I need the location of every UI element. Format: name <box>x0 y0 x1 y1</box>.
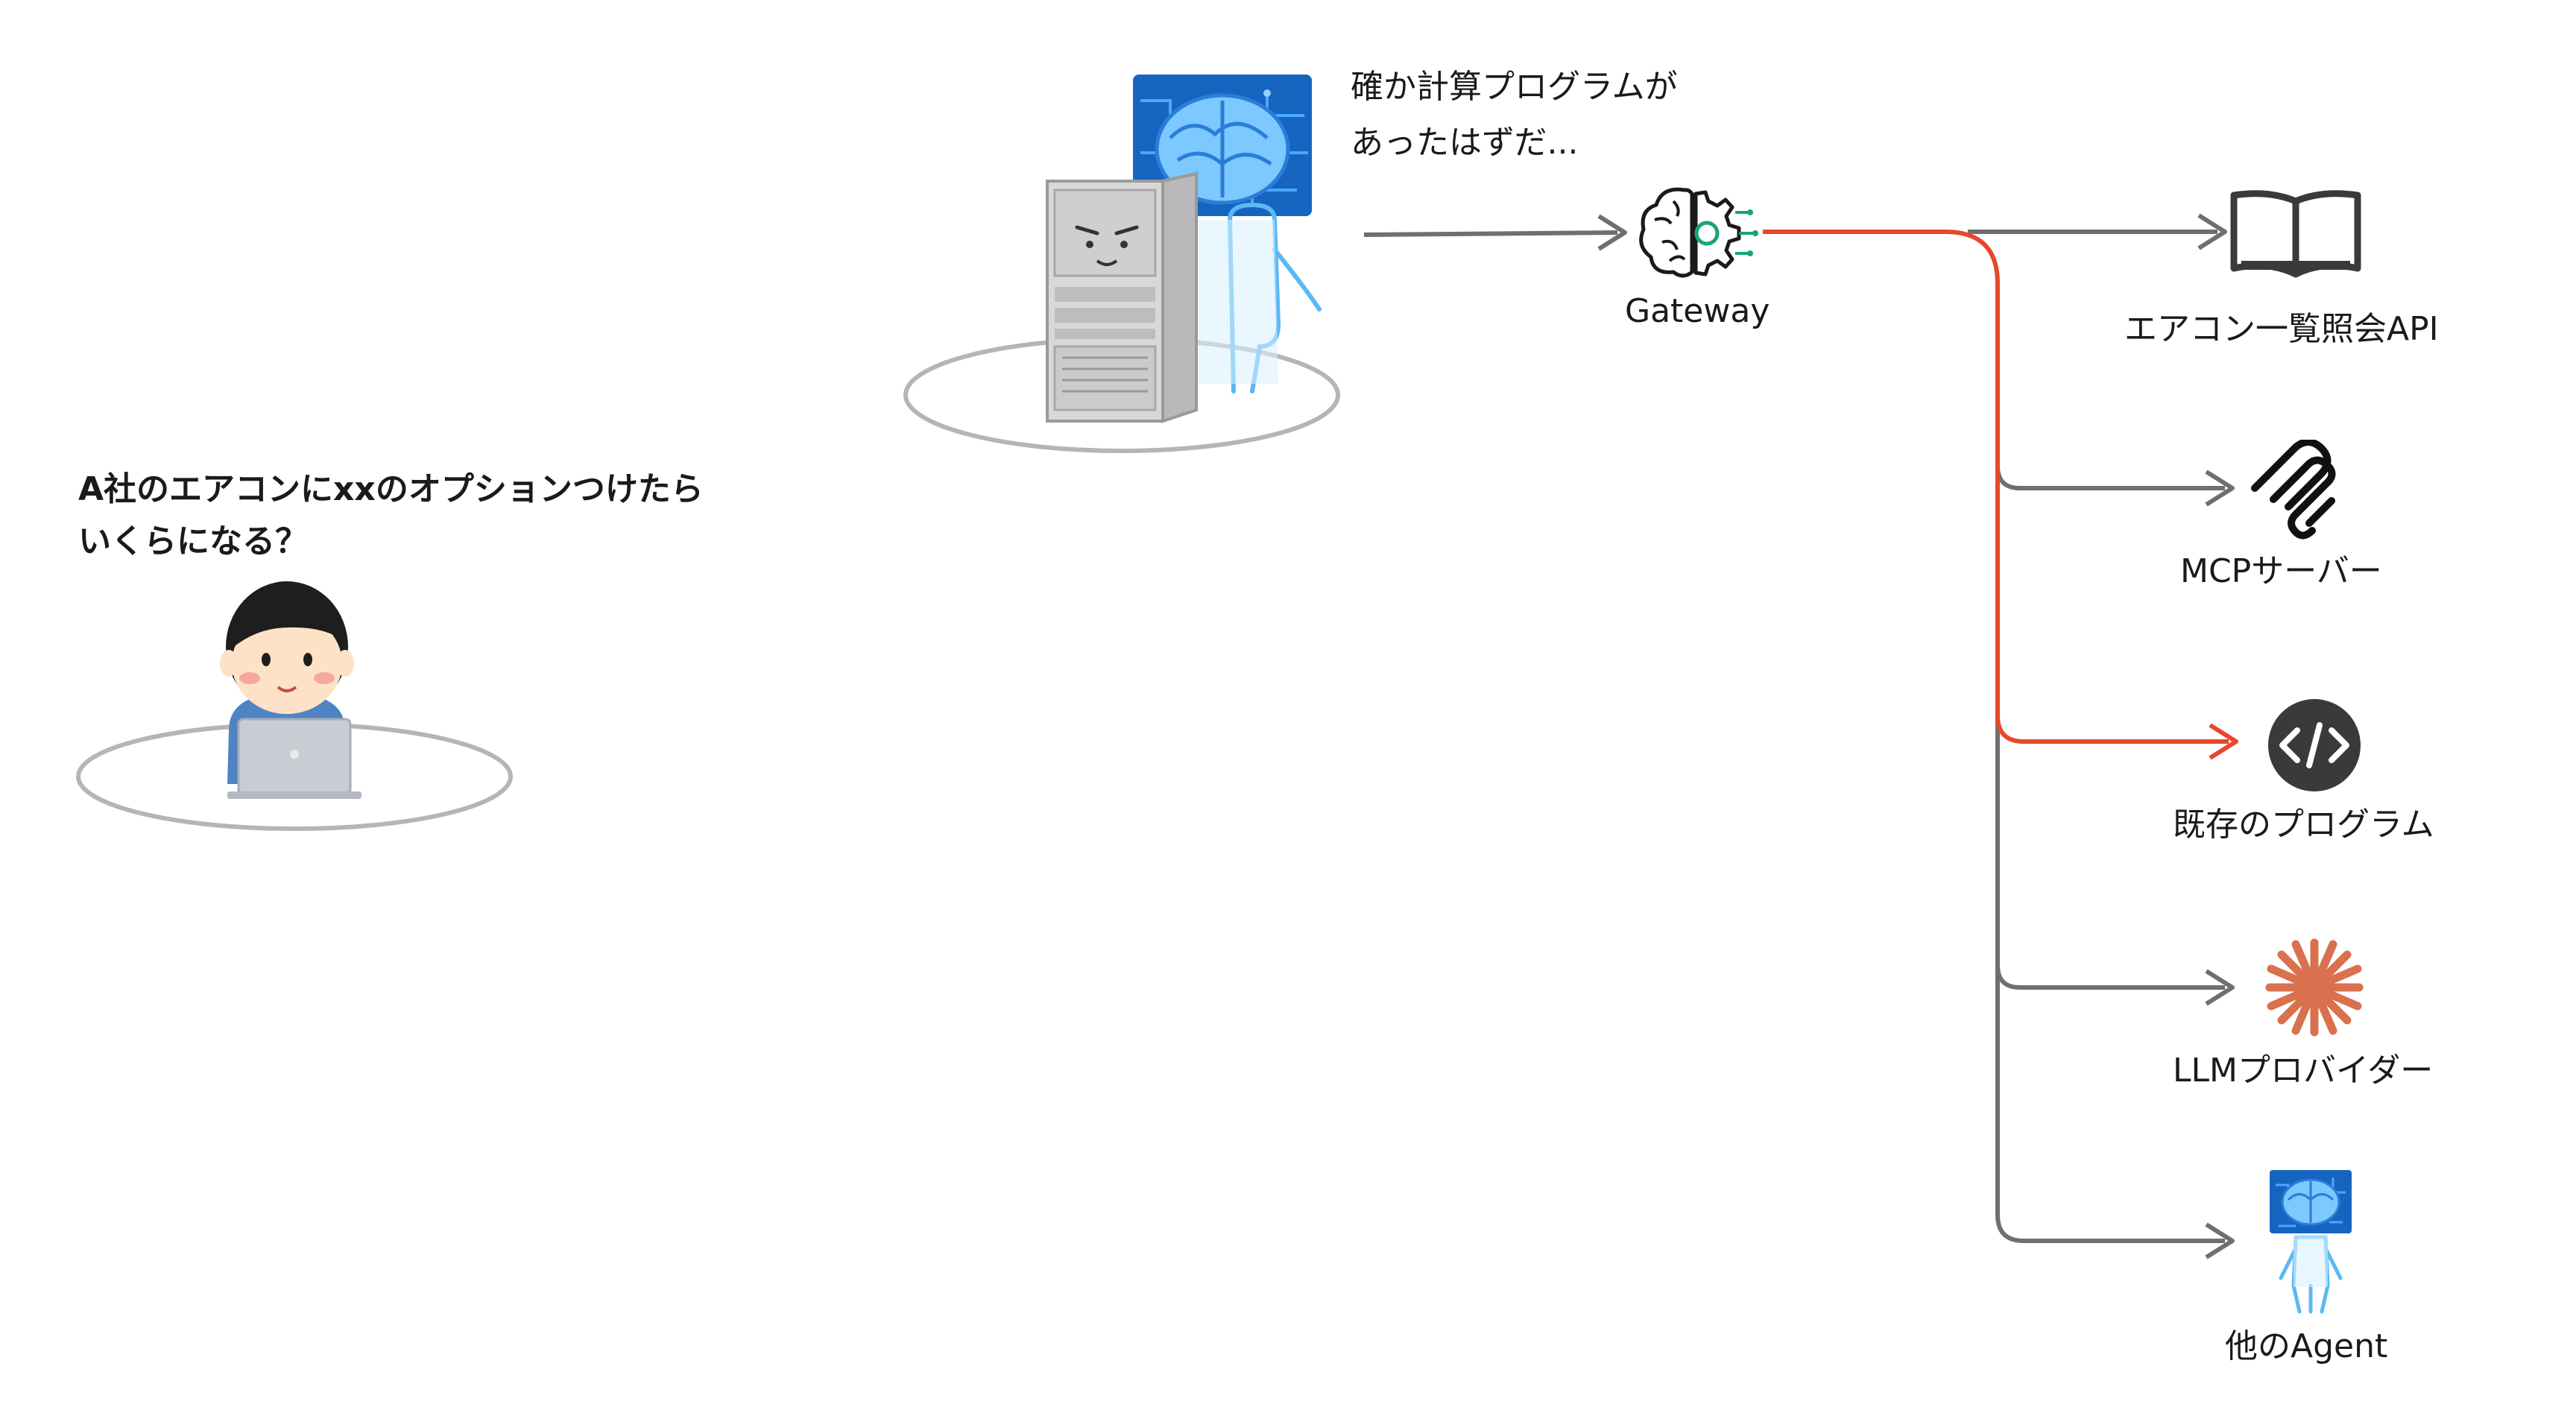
code-icon <box>2268 699 2361 791</box>
laptop-icon <box>227 718 362 799</box>
llm-sparkle-icon <box>2265 938 2364 1037</box>
target-label-mcp: MCPサーバー <box>2180 552 2382 590</box>
target-label-llm-provider: LLMプロバイダー <box>2173 1052 2434 1090</box>
route-to-llm <box>1995 964 2235 1006</box>
route-to-mcp <box>1995 465 2235 507</box>
gateway-label: Gateway <box>1625 292 1770 330</box>
route-to-existing-program <box>1763 230 2238 760</box>
ai-agent-server-illustration <box>903 75 1340 453</box>
agent-to-gateway-arrow <box>1363 214 1627 251</box>
user-question-line2: いくらになる？ <box>78 522 308 560</box>
route-trunk <box>1995 294 2225 1243</box>
agent-thought-line2: あったはずだ... <box>1351 124 1579 162</box>
gateway-brain-gear-icon <box>1639 187 1758 278</box>
route-to-api <box>1968 213 2227 250</box>
agent-robot-icon <box>2270 1170 2352 1314</box>
agent-thought-line1: 確か計算プログラムが <box>1351 68 1678 106</box>
server-tower-icon <box>1046 171 1198 423</box>
mcp-icon <box>2251 440 2336 540</box>
user-question-line1: A社のエアコンにxxのオプションつけたら <box>78 470 704 508</box>
user-with-laptop-illustration <box>76 581 513 831</box>
book-icon <box>2230 190 2361 278</box>
target-label-other-agent: 他のAgent <box>2225 1327 2388 1365</box>
route-to-agent-arrowhead <box>2205 1222 2235 1259</box>
target-label-api: エアコン一覧照会API <box>2124 310 2439 348</box>
target-label-existing-program: 既存のプログラム <box>2173 806 2434 844</box>
